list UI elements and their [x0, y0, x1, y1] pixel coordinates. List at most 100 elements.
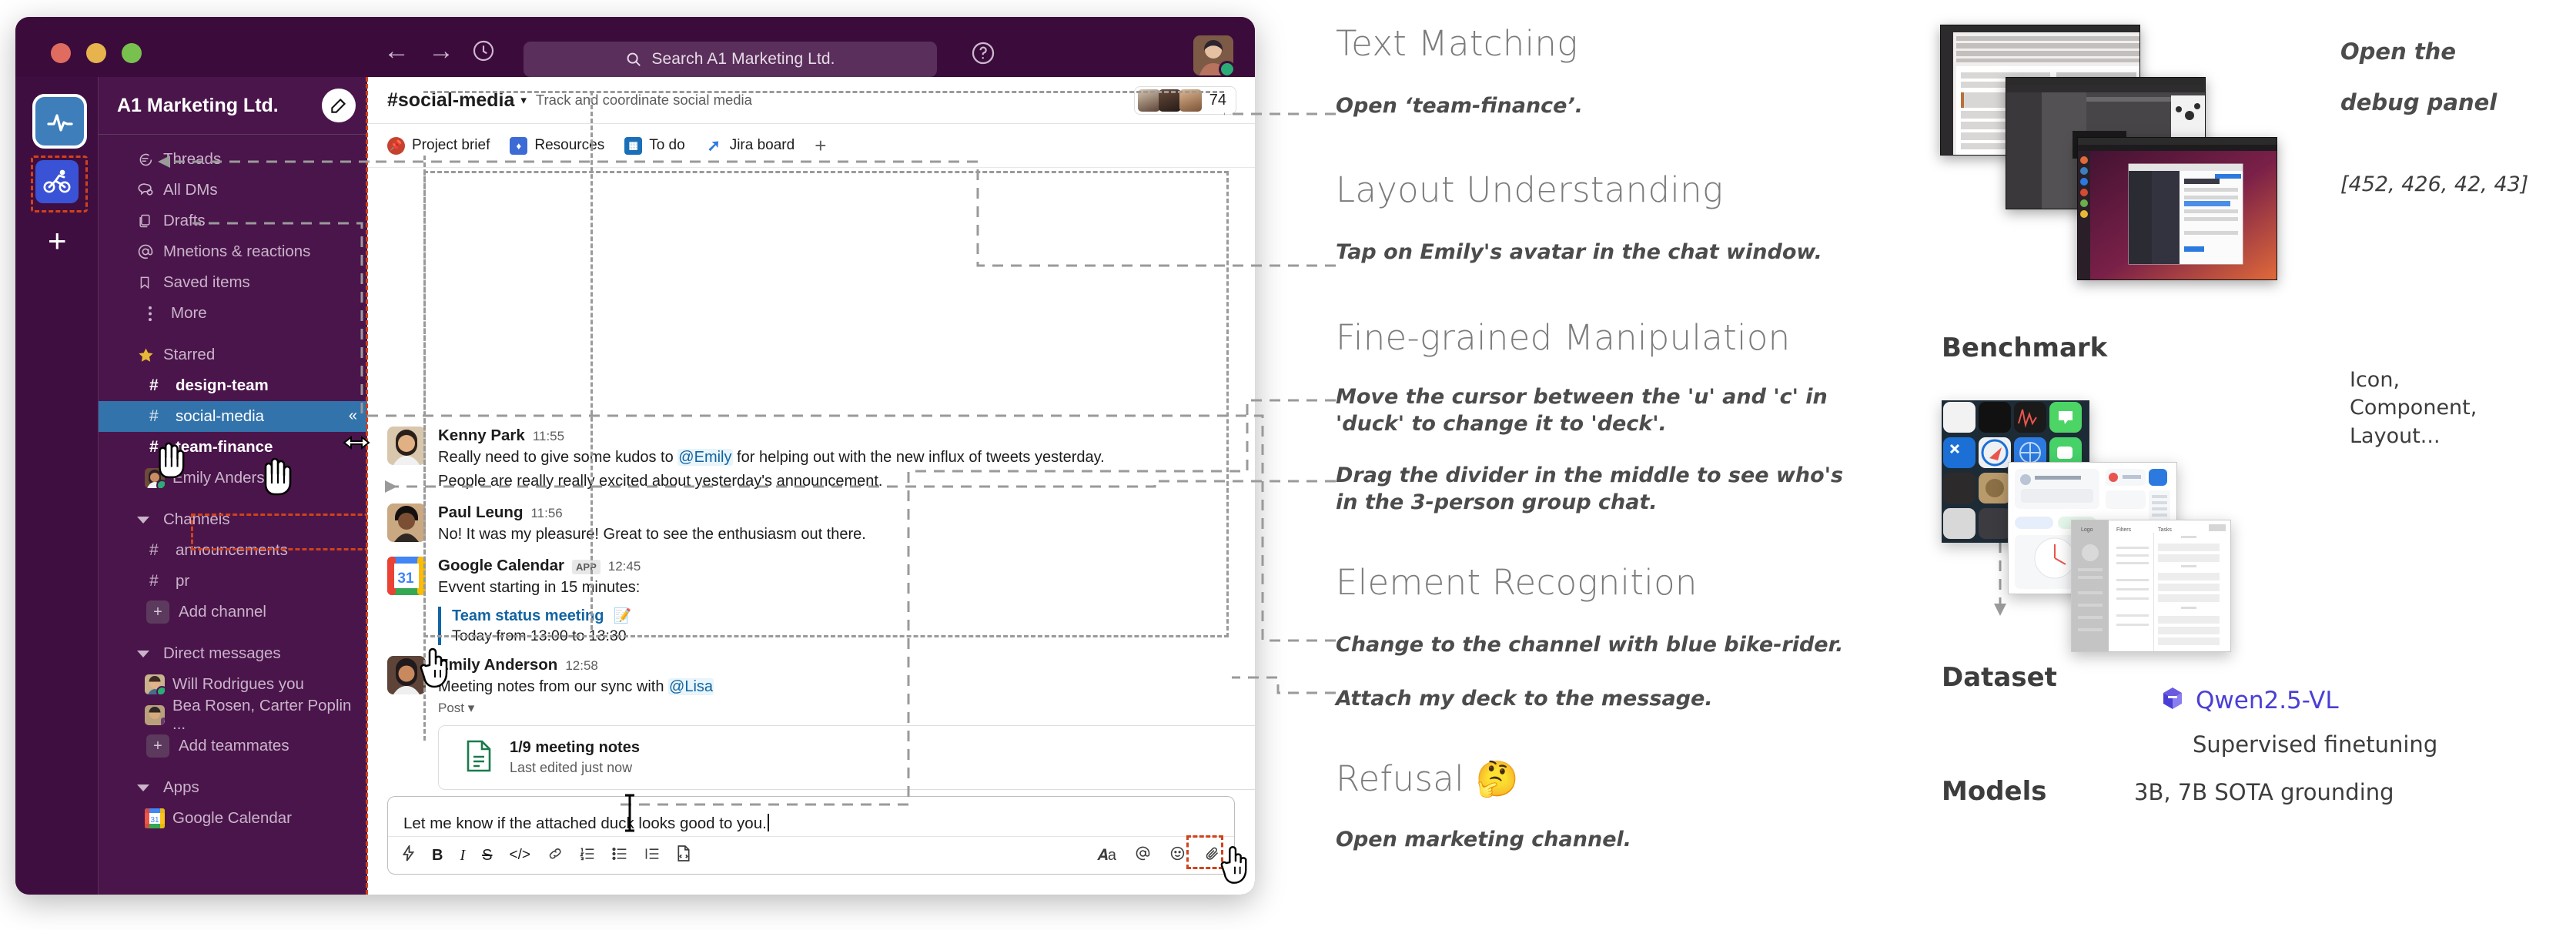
- add-workspace-button[interactable]: +: [48, 222, 67, 259]
- channel-topic[interactable]: Track and coordinate social media: [535, 92, 752, 108]
- benchmark-note-line1: Open the: [2340, 38, 2456, 65]
- mention-link[interactable]: @Lisa: [668, 678, 714, 695]
- mention-link[interactable]: @Emily: [677, 449, 733, 466]
- strikethrough-button[interactable]: S: [482, 846, 493, 864]
- minimize-window-button[interactable]: [86, 43, 106, 63]
- sidebar-channel-social-media[interactable]: # social-media «: [99, 401, 368, 432]
- search-input[interactable]: Search A1 Marketing Ltd.: [524, 42, 937, 77]
- tab-resources[interactable]: ♦ Resources: [510, 136, 604, 155]
- mention-icon[interactable]: [1135, 845, 1151, 865]
- wireframe-thumbnail: Logo Filters Tasks: [2072, 520, 2267, 651]
- sidebar-item-more[interactable]: More: [99, 298, 368, 329]
- sidebar-item-mentions[interactable]: Mnetions & reactions: [99, 236, 368, 267]
- forward-arrow-icon[interactable]: →: [428, 36, 454, 65]
- message-author[interactable]: Paul Leung: [438, 503, 524, 521]
- dm-icon: [137, 182, 163, 199]
- help-icon[interactable]: [970, 40, 996, 70]
- maximize-window-button[interactable]: [122, 43, 142, 63]
- search-placeholder: Search A1 Marketing Ltd.: [651, 50, 835, 68]
- avatar[interactable]: [387, 503, 426, 542]
- calendar-event-title[interactable]: Team status meeting: [452, 607, 604, 624]
- sidebar-section-direct-messages[interactable]: Direct messages: [99, 638, 368, 669]
- sidebar-resize-handle-icon[interactable]: «: [348, 407, 357, 424]
- workspace-rail: +: [15, 77, 98, 895]
- sidebar-item-saved-items[interactable]: Saved items: [99, 267, 368, 298]
- sidebar-section-apps[interactable]: Apps: [99, 772, 368, 803]
- lightning-icon[interactable]: [402, 843, 415, 865]
- channel-panel: #social-media ▾ Track and coordinate soc…: [367, 77, 1255, 895]
- member-count: 74: [1209, 91, 1226, 109]
- code-block-button[interactable]: [677, 845, 691, 865]
- jira-icon: ➚: [707, 136, 721, 155]
- message-row: Kenny Park 11:55 Really need to give som…: [367, 420, 1255, 497]
- close-window-button[interactable]: [51, 43, 71, 63]
- sidebar-channel-team-finance[interactable]: # team-finance: [99, 432, 368, 463]
- window-titlebar: [2006, 78, 2205, 85]
- sidebar-app-google-calendar[interactable]: 31 Google Calendar: [99, 803, 368, 834]
- back-arrow-icon[interactable]: ←: [383, 36, 410, 65]
- sidebar-item-threads[interactable]: Threads: [99, 144, 368, 175]
- emily-avatar[interactable]: [387, 656, 426, 694]
- workspace-logo-icon[interactable]: [32, 94, 87, 149]
- calendar-event-time: Today from 13:00 to 13:30: [452, 627, 627, 644]
- add-teammates-label: Add teammates: [179, 737, 289, 754]
- dataset-label: Dataset: [1942, 662, 2057, 693]
- ordered-list-button[interactable]: [580, 847, 595, 865]
- sidebar-dm-emily-anderson[interactable]: Emily Anderson: [99, 463, 368, 493]
- bike-rider-workspace-icon[interactable]: [35, 160, 79, 203]
- message-author[interactable]: Kenny Park: [438, 427, 525, 444]
- attachment-icon[interactable]: [1204, 845, 1220, 865]
- tab-to-do[interactable]: ▦ To do: [624, 136, 685, 155]
- message-composer[interactable]: Let me know if the attached duck looks g…: [387, 796, 1235, 875]
- post-type-label[interactable]: Post ▾: [438, 701, 1235, 716]
- sidebar-add-channel[interactable]: + Add channel: [99, 597, 368, 627]
- chevron-down-icon: [137, 516, 163, 524]
- chevron-down-icon[interactable]: ▾: [520, 94, 527, 107]
- avatar[interactable]: [387, 427, 426, 465]
- sidebar-item-all-dms[interactable]: All DMs: [99, 175, 368, 206]
- channel-label: design-team: [176, 376, 269, 394]
- workspace-header[interactable]: A1 Marketing Ltd.: [99, 77, 368, 135]
- tab-project-brief[interactable]: 📌 Project brief: [387, 136, 490, 155]
- message-author[interactable]: Google Calendar: [438, 557, 565, 574]
- sidebar-label: Mnetions & reactions: [163, 243, 311, 260]
- composer-text[interactable]: Let me know if the attached duck looks g…: [403, 814, 769, 833]
- italic-button[interactable]: I: [460, 846, 466, 864]
- sidebar-dm-will-rodrigues[interactable]: Will Rodrigues you: [99, 669, 368, 700]
- svg-text:Logo: Logo: [2081, 527, 2093, 533]
- sidebar-label: Starred: [163, 346, 216, 363]
- trello-icon: ▦: [624, 136, 643, 155]
- history-clock-icon[interactable]: [471, 38, 496, 63]
- sidebar-section-starred[interactable]: Starred: [99, 340, 368, 370]
- message-row: Paul Leung 11:56 No! It was my pleasure!…: [367, 497, 1255, 550]
- avatar: [1158, 89, 1181, 112]
- sidebar-channel-pr[interactable]: # pr: [99, 566, 368, 597]
- channel-title[interactable]: #social-media: [387, 89, 515, 111]
- format-text-icon[interactable]: 𝑨a: [1096, 846, 1116, 864]
- bold-button[interactable]: B: [432, 846, 443, 864]
- hash-icon: #: [149, 541, 159, 559]
- bulleted-list-button[interactable]: [612, 847, 627, 865]
- blockquote-button[interactable]: [644, 847, 660, 865]
- capability-captions: Text Matching Open ‘team-finance’. Layou…: [1336, 0, 1890, 930]
- add-tab-button[interactable]: +: [815, 133, 827, 157]
- sidebar-add-teammates[interactable]: + Add teammates: [99, 731, 368, 761]
- window-titlebar: [1941, 25, 2139, 32]
- sidebar-item-drafts[interactable]: Drafts: [99, 206, 368, 236]
- file-attachment-card[interactable]: 1/9 meeting notes Last edited just now: [438, 725, 1255, 790]
- code-button[interactable]: </>: [509, 847, 530, 863]
- tab-jira-board[interactable]: ➚ Jira board: [705, 137, 795, 155]
- emoji-icon[interactable]: [1169, 845, 1186, 865]
- message-author[interactable]: Emily Anderson: [438, 656, 558, 674]
- sidebar-dm-group[interactable]: 3 Bea Rosen, Carter Poplin ...: [99, 697, 368, 733]
- sidebar-channel-design-team[interactable]: # design-team: [99, 370, 368, 401]
- link-button[interactable]: [547, 846, 563, 865]
- user-avatar[interactable]: [1193, 35, 1233, 75]
- dataset-note: Icon,Component,Layout...: [2350, 368, 2477, 448]
- google-calendar-icon[interactable]: 31: [387, 557, 426, 595]
- compose-button[interactable]: [322, 89, 356, 122]
- svg-text:Filters: Filters: [2116, 527, 2132, 533]
- message-timestamp: 11:55: [532, 429, 565, 443]
- message-body: Kenny Park 11:55 Really need to give som…: [438, 427, 1235, 493]
- member-list-button[interactable]: 74: [1133, 85, 1236, 115]
